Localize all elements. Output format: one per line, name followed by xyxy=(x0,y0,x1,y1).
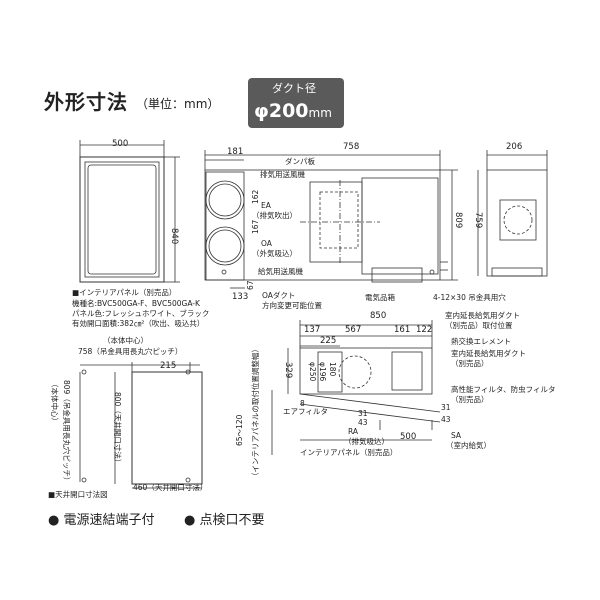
dim-225: 225 xyxy=(320,336,337,346)
dim-31a: 31 xyxy=(358,409,368,418)
ceiling-center-label: （本体中心） xyxy=(103,336,148,345)
filter-label: 高性能フィルタ、防虫フィルタ xyxy=(451,385,556,394)
dim-161: 161 xyxy=(394,325,411,335)
ceiling-dim-758: 758 xyxy=(78,347,93,356)
dim-758-top: 758 xyxy=(343,142,360,152)
dim-8: 8 xyxy=(300,399,305,408)
oa-label: OA xyxy=(261,239,272,248)
ceiling-opening-view xyxy=(79,362,203,489)
ceiling-758-group: 758（吊金具用長丸穴ピッチ） xyxy=(78,348,182,356)
ceiling-dim-800-note: （天井開口寸法） xyxy=(113,406,122,467)
electric-box-label: 電気品箱 xyxy=(365,293,395,302)
duct-badge xyxy=(248,78,344,128)
section-unit-view xyxy=(271,320,441,455)
ceiling-dim-460-note: （天井開口寸法） xyxy=(147,483,208,492)
ea-sub-label: （排気吹出） xyxy=(252,211,297,220)
ceiling-dim-809: 809 xyxy=(62,380,71,395)
duct-unit: mm xyxy=(308,106,332,120)
dim-31b: 31 xyxy=(441,403,451,412)
sa-label: SA xyxy=(451,431,462,440)
ceiling-dim-809-note: （吊金具用長丸穴ピッチ） xyxy=(62,394,71,485)
ra-sub-label: （排気吸込） xyxy=(344,437,389,446)
damper-label: ダンパ板 xyxy=(285,157,315,166)
interior-panel-label: インテリアパネル（別売品） xyxy=(300,448,398,457)
front-height-dim: 840 xyxy=(169,228,179,245)
sa-sub-label: （室内給気） xyxy=(446,441,491,450)
dim-206: 206 xyxy=(506,142,523,152)
front-width-dim: 500 xyxy=(112,139,129,149)
panel-note: ■インテリアパネル（別売品） xyxy=(72,288,177,297)
unit-label: （単位：mm） xyxy=(136,97,220,111)
dim-162a: 162 xyxy=(251,189,260,204)
dim-43b: 43 xyxy=(441,415,451,424)
hanging-holes-label: 4-12×30 吊金具用穴 xyxy=(433,293,506,302)
dim-329: 329 xyxy=(283,362,293,379)
dim-759: 759 xyxy=(473,212,483,229)
indoor-duct-label: 室内延長給気用ダクト xyxy=(445,311,520,320)
ceiling-800-group: 800（天井開口寸法） xyxy=(113,392,122,467)
exhaust-blower-label: 排気用送風機 xyxy=(260,170,305,179)
oa-duct-label: OAダクト xyxy=(262,291,296,300)
ea-label: EA xyxy=(261,201,271,210)
side-unit-view xyxy=(477,150,548,277)
dim-850: 850 xyxy=(370,311,387,321)
ceiling-dim-215: 215 xyxy=(160,361,177,371)
dim-phi250: φ250 xyxy=(308,362,317,382)
air-filter-label: エアフィルタ xyxy=(283,407,328,416)
ceiling-809-group: 809（吊金具用長丸穴ピッチ） xyxy=(62,380,71,485)
ceiling-dim-460: 460 xyxy=(133,483,148,492)
indoor-duct2-label: 室内延長給気用ダクト xyxy=(451,349,526,358)
dim-809-top: 809 xyxy=(453,212,463,229)
dim-181: 181 xyxy=(227,147,244,157)
panel-opening: 有効開口面積:382㎝²（吹出、吸込共） xyxy=(72,319,205,328)
ceiling-caption: ■天井開口寸法図 xyxy=(48,490,108,499)
dim-67: 67 xyxy=(246,280,255,290)
duct-badge-value: φ200mm xyxy=(254,102,332,121)
indoor-duct-sub-label: （別売品）取付位置 xyxy=(445,321,513,330)
oa-duct-sub-label: 方向変更可能位置 xyxy=(262,301,322,310)
dim-500-section: 500 xyxy=(400,432,417,442)
dim-122: 122 xyxy=(416,325,433,335)
ceiling-center-side-note: （本体中心） xyxy=(50,380,59,425)
dim-567: 567 xyxy=(345,325,362,335)
install-position-note: （インテリアパネルの取付位置調整幅） xyxy=(251,345,260,480)
duct-diameter: φ200 xyxy=(254,100,309,122)
oa-sub-label: （外気吸込） xyxy=(252,249,297,258)
feature-no-inspection: ● 点検口不要 xyxy=(184,513,265,528)
duct-badge-label: ダクト径 xyxy=(272,82,316,95)
dim-137: 137 xyxy=(304,325,321,335)
top-unit-view xyxy=(204,150,458,289)
dim-phi196: φ196 xyxy=(318,362,327,382)
dim-43a: 43 xyxy=(358,418,368,427)
dim-65-120: 65〜120 xyxy=(235,414,244,446)
filter-sub-label: （別売品） xyxy=(451,395,489,404)
panel-color: パネル色:フレッシュホワイト、ブラック xyxy=(72,309,210,318)
supply-blower-label: 給気用送風機 xyxy=(258,267,303,276)
front-panel-view xyxy=(79,140,180,283)
page-title: 外形寸法 xyxy=(44,90,128,114)
panel-model: 機種名:BVC500GA-F、BVC500GA-K xyxy=(72,299,200,308)
feature-quick-terminal: ● 電源速結端子付 xyxy=(48,513,155,528)
indoor-duct2-sub-label: （別売品） xyxy=(451,359,489,368)
ceiling-dim-800: 800 xyxy=(113,392,122,407)
heat-element-label: 熱交換エレメント xyxy=(451,337,511,346)
dim-180: 180 xyxy=(328,362,337,377)
ceiling-460-group: 460（天井開口寸法） xyxy=(133,484,207,492)
dim-133: 133 xyxy=(232,292,249,302)
ceiling-dim-758-note: （吊金具用長丸穴ピッチ） xyxy=(92,347,183,356)
dim-167: 167 xyxy=(251,219,260,234)
ra-label: RA xyxy=(348,427,359,436)
